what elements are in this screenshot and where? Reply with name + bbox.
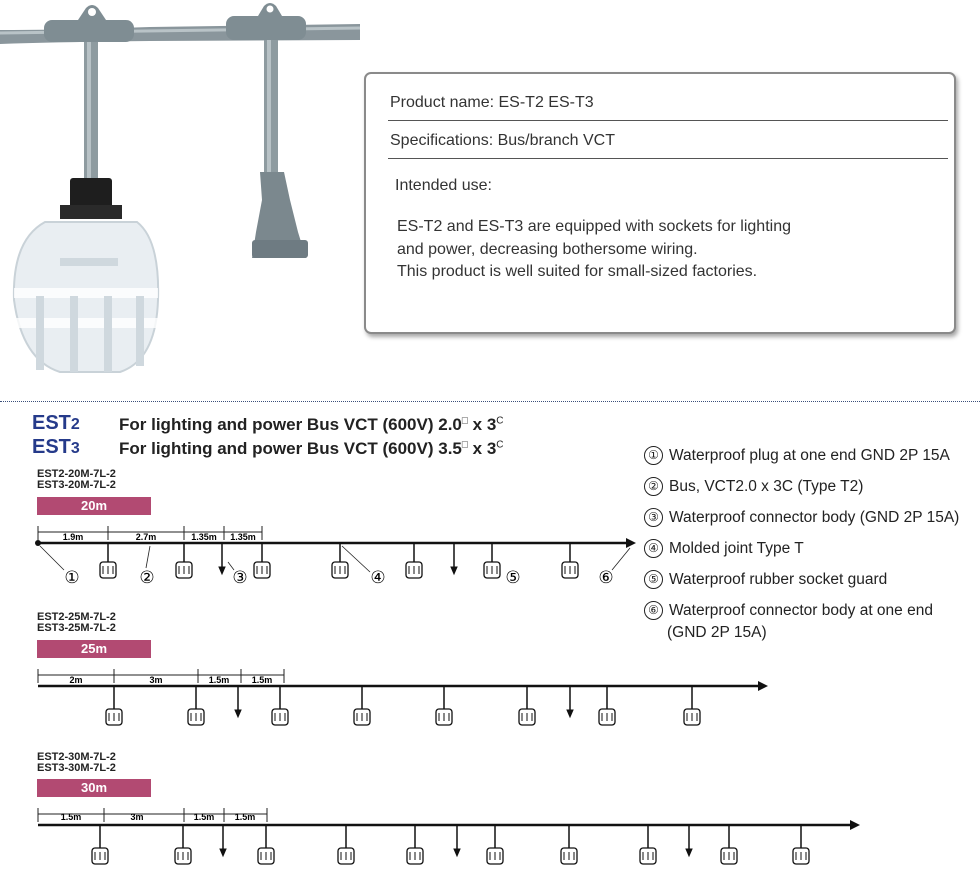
segment-label: 1.35m (191, 532, 217, 542)
wiring-diagram-25m: 2m 3m 1.5m 1.5m (37, 669, 768, 726)
model-est3-desc: For lighting and power Bus VCT (600V) 3.… (119, 439, 504, 458)
callout-2: ② (139, 568, 154, 587)
intended-use-line: This product is well suited for small-si… (397, 263, 758, 280)
length-bar: 20m (37, 497, 151, 515)
divider (388, 120, 948, 121)
segment-label: 1.9m (63, 532, 84, 542)
section-divider (0, 401, 980, 402)
wiring-diagram-20m: 1.9m 2.7m 1.35m 1.35m ① ② ③ ④ ⑤ ⑥ (35, 526, 636, 587)
segment-label: 1.5m (61, 812, 82, 822)
specifications: Specifications: Bus/branch VCT (390, 132, 615, 149)
callout-1: ① (64, 568, 79, 587)
length-bar: 30m (37, 779, 151, 797)
wiring-diagram-30m: 1.5m 3m 1.5m 1.5m (37, 808, 860, 865)
segment-label: 1.5m (235, 812, 256, 822)
callout-6: ⑥ (598, 568, 613, 587)
callout-3: ③ (232, 568, 247, 587)
legend-item-continued: (GND 2P 15A) (667, 624, 767, 641)
segment-label: 3m (130, 812, 143, 822)
segment-label: 2m (69, 675, 82, 685)
model-est2: EST2 (32, 412, 80, 434)
length-bar: 25m (37, 640, 151, 658)
model-est2-desc: For lighting and power Bus VCT (600V) 2.… (119, 415, 504, 434)
intended-use-text: ES-T2 and ES-T3 are equipped with socket… (397, 216, 791, 284)
segment-label: 1.35m (230, 532, 256, 542)
divider (388, 158, 948, 159)
segment-label: 1.5m (194, 812, 215, 822)
segment-label: 2.7m (136, 532, 157, 542)
intended-use-line: and power, decreasing bothersome wiring. (397, 240, 698, 258)
product-name: Product name: ES-T2 ES-T3 (390, 94, 594, 111)
spec-box: Product name: ES-T2 ES-T3 Specifications… (364, 72, 956, 334)
callout-5: ⑤ (505, 568, 520, 587)
segment-label: 3m (149, 675, 162, 685)
intended-use-label: Intended use: (395, 177, 492, 194)
product-photo (0, 0, 360, 390)
segment-label: 1.5m (252, 675, 273, 685)
model-est3: EST3 (32, 436, 80, 458)
segment-label: 1.5m (209, 675, 230, 685)
callout-4: ④ (370, 568, 385, 587)
intended-use-line: ES-T2 and ES-T3 are equipped with socket… (397, 218, 791, 235)
